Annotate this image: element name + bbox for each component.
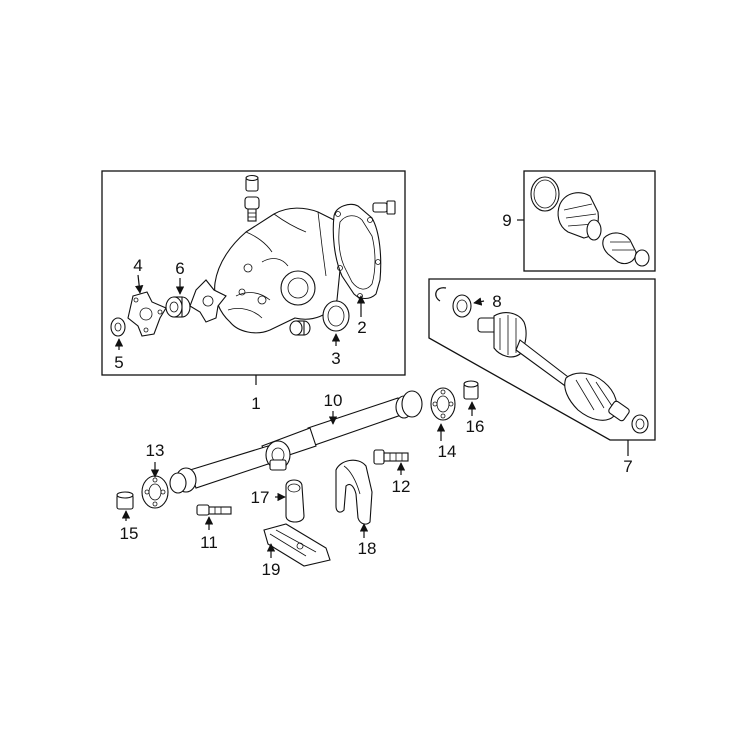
callout-14: 14 xyxy=(438,442,457,461)
heat-shield xyxy=(335,459,373,525)
callout-4: 4 xyxy=(133,256,142,275)
bushing-front xyxy=(463,380,479,400)
flange xyxy=(127,291,167,337)
breather-plug xyxy=(244,174,260,222)
boot-kit xyxy=(530,176,650,267)
snap-ring xyxy=(435,287,447,302)
bearing xyxy=(165,296,191,318)
axle-ring xyxy=(452,294,472,318)
callout-2: 2 xyxy=(357,318,366,337)
callout-3: 3 xyxy=(331,349,340,368)
callout-6: 6 xyxy=(175,259,184,278)
seal-ring xyxy=(322,300,350,332)
callout-11: 11 xyxy=(200,533,218,552)
housing-sleeve xyxy=(289,320,311,336)
callout-17: 17 xyxy=(251,488,270,507)
callout-7: 7 xyxy=(623,457,632,476)
differential-group-box xyxy=(101,170,406,376)
bolt-12 xyxy=(373,449,409,465)
callout-1: 1 xyxy=(251,394,260,413)
axle-shaft xyxy=(477,312,649,434)
leader-lines xyxy=(114,219,629,558)
callout-5: 5 xyxy=(114,353,123,372)
rubber-mount xyxy=(285,479,305,523)
nut xyxy=(110,317,126,337)
callout-16: 16 xyxy=(466,417,485,436)
rear-cover xyxy=(332,203,382,300)
drive-shaft xyxy=(169,390,423,494)
callout-18: 18 xyxy=(358,539,377,558)
flex-disc-front xyxy=(430,387,456,421)
center-support-bearing xyxy=(265,440,291,471)
callout-10: 10 xyxy=(324,391,343,410)
bushing-rear xyxy=(116,491,134,510)
callout-8: 8 xyxy=(492,292,501,311)
companion-flange xyxy=(189,279,227,323)
callout-15: 15 xyxy=(120,524,139,543)
callout-9: 9 xyxy=(502,211,511,230)
boot-kit-box xyxy=(523,170,656,272)
axle-shaft-box xyxy=(428,278,656,441)
callout-12: 12 xyxy=(392,477,411,496)
cover-bolt xyxy=(372,200,396,215)
flex-disc-rear xyxy=(141,475,169,509)
differential-housing xyxy=(214,207,344,334)
callout-19: 19 xyxy=(262,560,281,579)
callout-13: 13 xyxy=(146,441,165,460)
bolt-11 xyxy=(196,504,232,516)
